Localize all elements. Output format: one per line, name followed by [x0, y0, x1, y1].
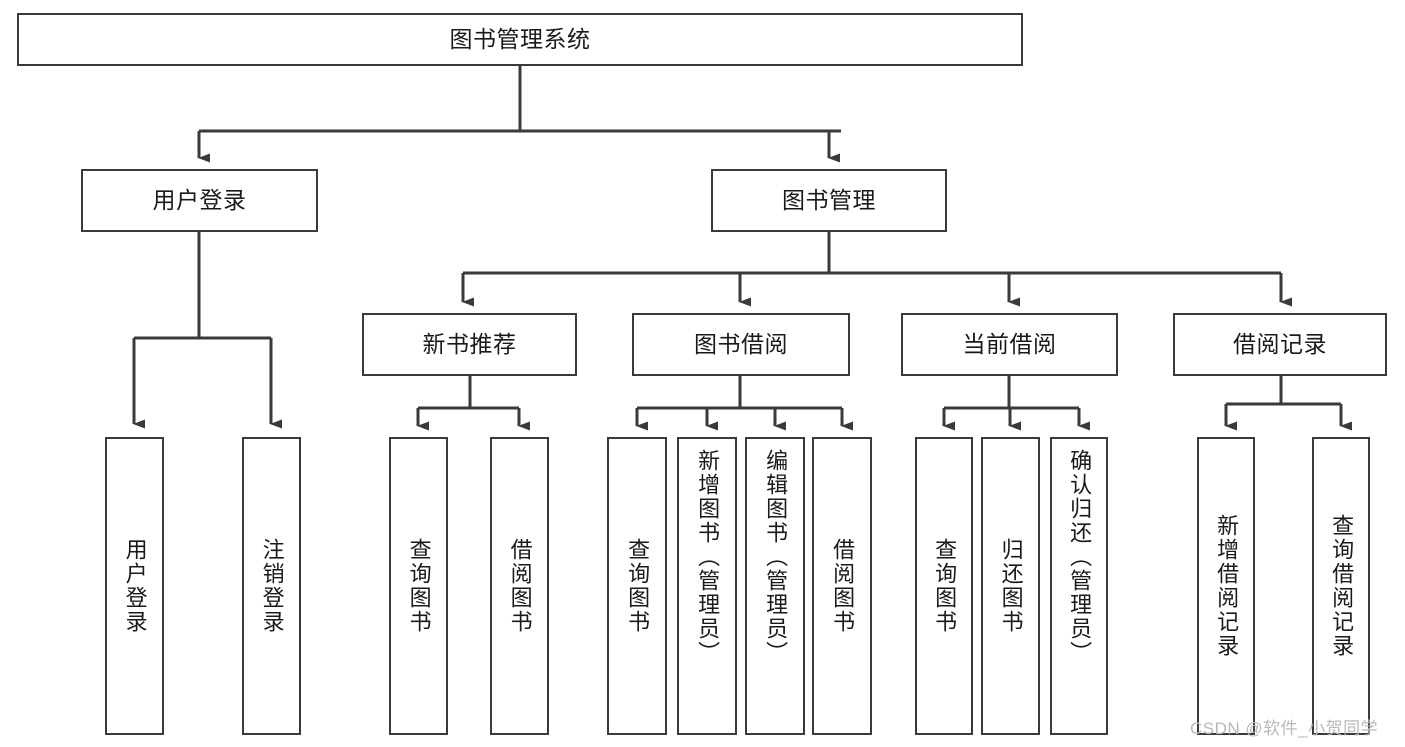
node-label: 图书管理 [782, 187, 876, 214]
node-label: 图书管理系统 [449, 26, 591, 53]
node-label: 查询图书 [625, 538, 651, 634]
node-label: 借阅图书 [830, 538, 856, 634]
node-label: 图书借阅 [694, 331, 788, 358]
node-label: 编辑图书（管理员） [763, 449, 789, 665]
node-current-borrow[interactable]: 当前借阅 [901, 313, 1118, 376]
leaf-user-login-login[interactable]: 用户登录 [105, 437, 164, 735]
node-label: 新增借阅记录 [1214, 514, 1240, 658]
leaf-book-borrow-edit-book-admin[interactable]: 编辑图书（管理员） [745, 437, 805, 735]
leaf-current-borrow-query-book[interactable]: 查询图书 [915, 437, 973, 735]
node-label: 查询借阅记录 [1329, 514, 1355, 658]
node-label: 归还图书 [998, 538, 1024, 634]
leaf-borrow-record-add-record[interactable]: 新增借阅记录 [1197, 437, 1255, 735]
leaf-book-borrow-borrow-book[interactable]: 借阅图书 [812, 437, 872, 735]
node-label: 借阅记录 [1233, 331, 1327, 358]
leaf-current-borrow-return-book[interactable]: 归还图书 [981, 437, 1040, 735]
leaf-new-book-query-book[interactable]: 查询图书 [389, 437, 448, 735]
leaf-new-book-borrow-book[interactable]: 借阅图书 [490, 437, 549, 735]
node-user-login[interactable]: 用户登录 [81, 169, 318, 232]
node-label: 新书推荐 [422, 331, 517, 358]
node-label: 新增图书（管理员） [695, 449, 721, 665]
node-book-borrow[interactable]: 图书借阅 [632, 313, 850, 376]
leaf-current-borrow-confirm-return-admin[interactable]: 确认归还（管理员） [1050, 437, 1108, 735]
node-label: 用户登录 [152, 187, 247, 214]
leaf-book-borrow-add-book-admin[interactable]: 新增图书（管理员） [677, 437, 737, 735]
node-label: 当前借阅 [962, 331, 1057, 358]
node-label: 确认归还（管理员） [1067, 449, 1093, 665]
node-root-book-management-system[interactable]: 图书管理系统 [17, 13, 1023, 66]
leaf-book-borrow-query-book[interactable]: 查询图书 [607, 437, 667, 735]
node-label: 注销登录 [259, 538, 285, 634]
node-label: 查询图书 [406, 538, 432, 634]
node-borrow-record[interactable]: 借阅记录 [1173, 313, 1387, 376]
leaf-borrow-record-query-record[interactable]: 查询借阅记录 [1312, 437, 1370, 735]
node-book-management[interactable]: 图书管理 [711, 169, 947, 232]
leaf-user-login-logout[interactable]: 注销登录 [242, 437, 301, 735]
node-label: 用户登录 [122, 538, 148, 634]
node-new-book-recommend[interactable]: 新书推荐 [362, 313, 577, 376]
node-label: 借阅图书 [507, 538, 533, 634]
node-label: 查询图书 [932, 538, 958, 634]
